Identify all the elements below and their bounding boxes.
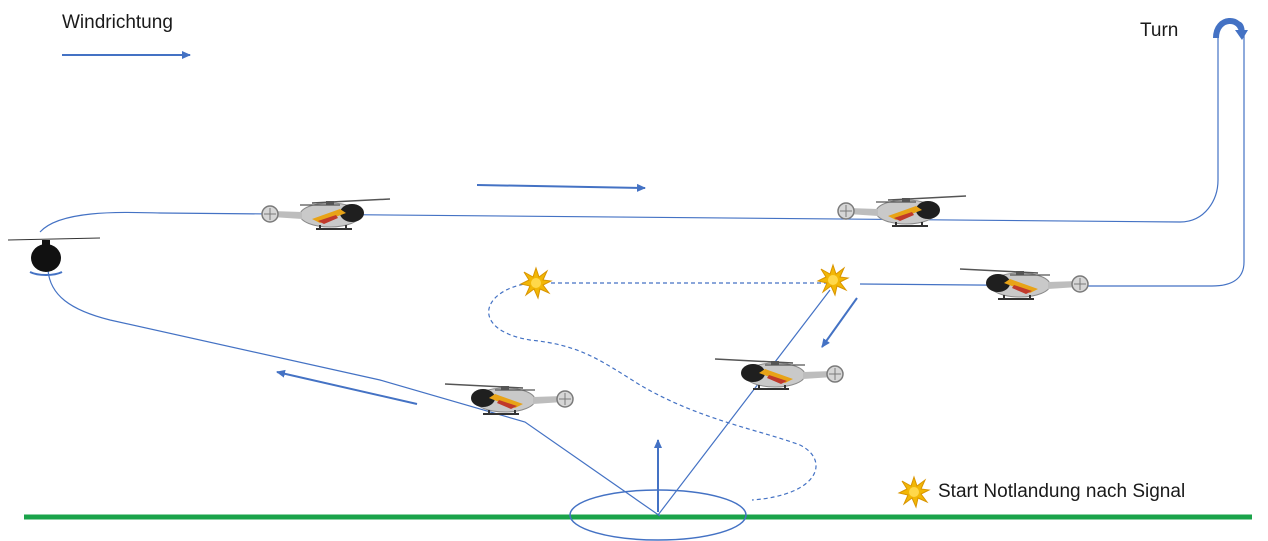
legend-start-label: Start Notlandung nach Signal <box>938 481 1186 502</box>
approach-path <box>47 269 661 517</box>
approach-arrow <box>276 369 418 405</box>
wind-direction-label: Windrichtung <box>62 12 173 33</box>
helicopter-icon <box>261 198 391 230</box>
helicopter-icon <box>714 358 844 390</box>
starburst-icon <box>817 264 849 296</box>
autorotation-dashed-path <box>488 282 817 501</box>
circuit-path <box>39 21 1245 287</box>
helicopter-icon <box>959 268 1089 300</box>
hovering-helicopter-icon <box>7 237 101 276</box>
descent-line <box>657 289 831 516</box>
helicopter-icon <box>837 195 967 227</box>
downwind-arrow <box>476 183 646 192</box>
u-turn-arrowhead <box>1235 30 1248 40</box>
u-turn-arrow-icon <box>1213 18 1245 39</box>
helicopter-icon <box>444 383 574 415</box>
legend-starburst-icon <box>898 476 930 508</box>
descent-arrow <box>821 297 858 348</box>
turn-label: Turn <box>1140 20 1179 41</box>
starburst-icon <box>520 267 552 299</box>
